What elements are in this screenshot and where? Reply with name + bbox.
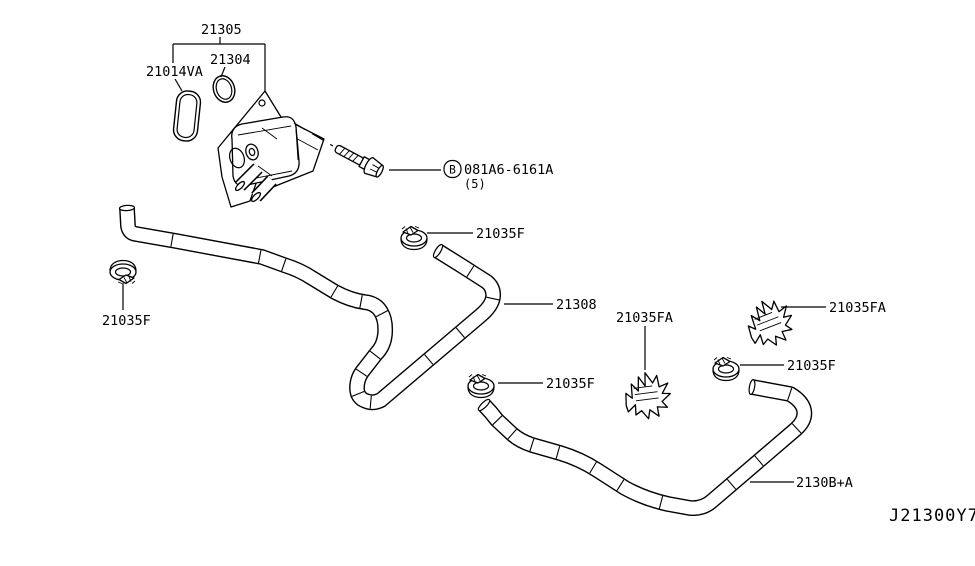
label-clip-right: 21035FA — [829, 300, 886, 316]
cooler-port-1 — [234, 163, 263, 192]
hose-clip-middle — [622, 369, 674, 422]
label-bolt-part: 081A6-6161A — [464, 162, 553, 178]
bolt-badge-letter: B — [449, 163, 456, 177]
hose-clamp-top — [400, 225, 428, 251]
bolt — [334, 144, 384, 178]
bolt-callout: B 081A6-6161A (5) — [443, 159, 553, 191]
cooler-port-2 — [250, 175, 277, 203]
label-bolt-qty: (5) — [464, 177, 486, 191]
plate-bolt-hole — [258, 99, 266, 107]
label-hose-upper: 21308 — [556, 297, 597, 313]
cooler-center-hole — [245, 143, 259, 161]
leader-gasket-small — [220, 66, 226, 78]
label-gasket-large: 21014VA — [146, 64, 203, 80]
hose-clamp-bottom — [467, 373, 495, 399]
hose-clip-right — [745, 297, 796, 349]
label-kit: 21305 — [201, 22, 242, 38]
hose-clamp-right — [712, 356, 740, 382]
hose-lower-2130BA — [477, 379, 813, 517]
oil-cooler-assembly — [217, 90, 325, 208]
diagram-code: J21300Y7 — [889, 506, 975, 526]
label-clamp-top: 21035F — [476, 226, 525, 242]
gasket-21014va — [172, 90, 202, 142]
label-hose-lower: 2130B+A — [796, 475, 853, 491]
label-clip-middle: 21035FA — [616, 310, 673, 326]
leader-gasket-large — [174, 78, 183, 92]
label-clamp-right: 21035F — [787, 358, 836, 374]
label-clamp-bottom: 21035F — [546, 376, 595, 392]
gasket-21304 — [212, 75, 236, 103]
leader-kit-bracket — [172, 37, 266, 91]
bolt-alignment-dashes — [293, 122, 334, 147]
bolt-badge-circle — [443, 159, 462, 179]
label-clamp-left: 21035F — [102, 313, 151, 329]
hose-upper-21308 — [118, 204, 502, 411]
label-gasket-small: 21304 — [210, 52, 251, 68]
hose-clamp-left — [109, 259, 137, 285]
